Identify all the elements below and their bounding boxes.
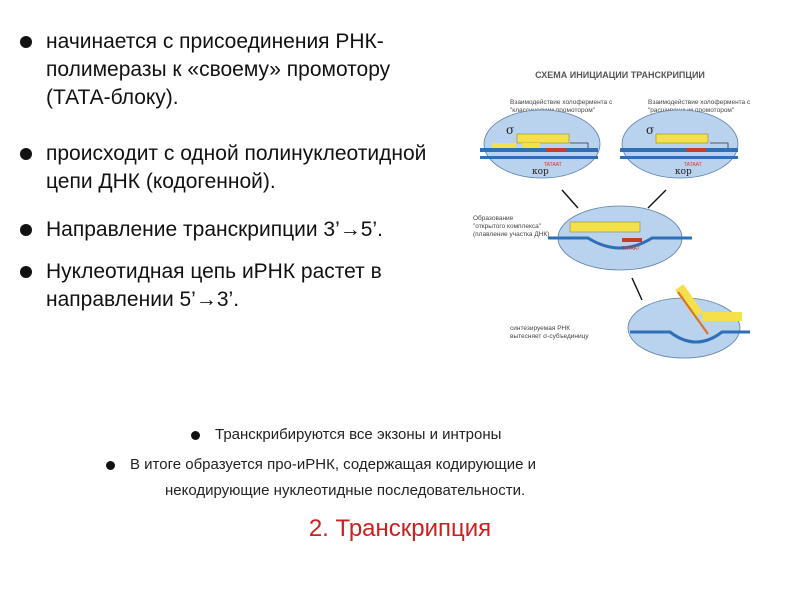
left-bullet-2: происходит с одной полинуклеотидной цепи… [18,140,448,196]
tata-label: TATAAT [684,162,702,168]
open-caption-3: (плавление участка ДНК) [473,231,549,238]
gene-segment [492,143,516,148]
figure-title: СХЕМА ИНИЦИАЦИИ ТРАНСКРИПЦИИ [535,70,705,80]
slide-title: 2. Транскрипция [308,515,492,542]
dna-bottom-strand [480,156,598,159]
rna-strand [677,291,709,335]
bottom-bullet-1: Транскрибируются все экзоны и интроны [191,424,502,446]
bullet-dot [191,431,200,440]
transcription-initiation-diagram: СХЕМА ИНИЦИАЦИИ ТРАНСКРИПЦИИ Взаимодейст… [473,70,751,359]
left-bullet-4: Нуклеотидная цепь иРНК растет в направле… [18,258,448,314]
extended-promoter-panel: Взаимодействие холофермента с "расширенн… [620,98,751,179]
dna-strand [630,330,750,344]
dna-bottom-strand [620,156,738,159]
left-bullet-3: Направление транскрипции 3’→5’. [18,216,448,244]
bottom-bullet-text-1: Транскрибируются все экзоны и интроны [215,426,502,443]
left-bullet-text-1: начинается с присоединения РНК-полимераз… [46,30,391,109]
sigma-subunit [675,284,703,318]
bottom-bullet-text-2: В итоге образуется про-иРНК, содержащая … [130,456,537,473]
polymerase-ellipse [483,109,601,179]
left-bullet-list: начинается с присоединения РНК-полимераз… [18,28,448,334]
tata-label: TATAAT [544,162,562,168]
classic-promoter-panel: Взаимодействие холофермента с "классичес… [480,98,613,179]
open-caption-2: "открытого комплекса" [473,223,542,230]
left-bullet-text-4: Нуклеотидная цепь иРНК растет в направле… [46,260,382,311]
tata-box [546,148,566,152]
down-arrow [631,277,643,301]
bullet-dot [20,224,32,236]
bottom-bullet-2: В итоге образуется про-иРНК, содержащая … [106,454,537,476]
synth-caption-2: вытесняет σ-субъединицу [510,332,589,340]
left-bullet-text-2: происходит с одной полинуклеотидной цепи… [46,142,427,193]
kor-label: кор [532,167,549,177]
sigma-subunit [516,133,570,144]
open-caption-1: Образование [473,214,514,222]
bottom-bullet-3: некодирующие нуклеотидные последовательн… [165,480,525,502]
synth-caption-1: синтезируемая РНК [510,325,570,332]
sigma-label: σ [646,123,654,137]
polymerase-ellipse [621,109,739,179]
left-bullet-1: начинается с присоединения РНК-полимераз… [18,28,448,112]
open-complex-panel: Образование "открытого комплекса" (плавл… [473,205,692,271]
tata-box [686,148,706,152]
cap-left-1: Взаимодействие холофермента с [510,98,613,106]
sigma-subunit [655,133,709,144]
tata-label: TATAAT [622,246,640,252]
sigma-label: σ [506,123,514,137]
cap-right-1: Взаимодействие холофермента с [648,98,751,106]
rna-synthesis-panel: синтезируемая РНК вытесняет σ-субъединиц… [510,284,750,359]
bullet-dot [20,266,32,278]
arrow [710,142,729,148]
bottom-bullet-text-3: некодирующие нуклеотидные последовательн… [165,482,526,499]
gene-segment [522,143,540,148]
left-bullet-text-3: Направление транскрипции 3’→5’. [46,218,383,241]
dna-top-strand [620,148,738,152]
down-arrow [647,189,667,209]
polymerase-ellipse [627,297,741,359]
sigma-subunit [569,221,641,233]
bullet-dot [20,36,32,48]
bullet-dot [20,148,32,160]
dna-open-strand [548,236,692,250]
tata-box [622,238,642,242]
bullet-dot [106,461,115,470]
down-arrow [561,189,579,209]
sigma-subunit [702,312,742,321]
dna-top-strand [480,148,598,152]
kor-label: кор [675,167,692,177]
arrow [570,142,589,148]
